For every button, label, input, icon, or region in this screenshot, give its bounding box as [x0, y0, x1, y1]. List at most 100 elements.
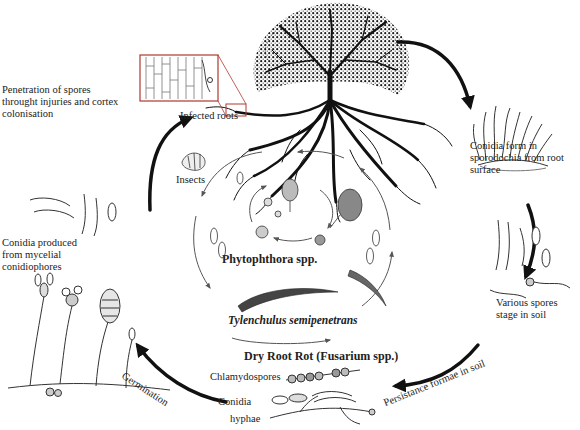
- root-inset: [146, 64, 202, 92]
- phytophthora-spores: [264, 198, 272, 206]
- phytophthora-spores: [237, 172, 243, 184]
- persistence-forms: [270, 408, 372, 418]
- soil-spores: [526, 278, 534, 286]
- root-system: [330, 100, 418, 160]
- tree-trunk: [376, 50, 392, 62]
- sporodochium: [494, 106, 496, 160]
- phytophthora-spores: [282, 179, 298, 201]
- label-text: Insects: [176, 174, 205, 186]
- root-inset: [202, 60, 210, 92]
- root-system: [256, 196, 272, 214]
- conidiophores: [8, 194, 170, 397]
- phytophthora-spores: [338, 189, 362, 221]
- tree-trunk: [296, 22, 300, 44]
- label-text: Infected roots: [180, 110, 238, 122]
- conidiophores: [74, 286, 82, 294]
- phytophthora-spores: [315, 235, 325, 245]
- tree-trunk: [330, 22, 386, 76]
- inner-cycle-arrow: [250, 186, 266, 222]
- persistence-forms: [297, 374, 305, 382]
- root-inset: [218, 55, 246, 116]
- cycle-arrow: [138, 42, 535, 402]
- insect-larva: [188, 153, 200, 170]
- conidiophores: [62, 288, 70, 296]
- persistence-forms: [270, 368, 375, 424]
- root-system: [206, 100, 452, 222]
- persistence-forms: [315, 372, 323, 380]
- phytophthora-spores: [290, 201, 291, 212]
- persistence-forms: [272, 396, 288, 404]
- inner-cycle-arrow: [194, 151, 392, 343]
- inner-cycle-arrow: [320, 190, 333, 228]
- inner-cycle-arrow: [232, 338, 330, 344]
- persistence-forms: [314, 398, 356, 403]
- conidiophores: [35, 274, 41, 286]
- persistence-forms: [288, 375, 296, 383]
- label-text: Conidia produced from mycelial conidioph…: [2, 237, 98, 273]
- conidiophores: [94, 198, 97, 236]
- root-system: [424, 124, 452, 146]
- conidiophores: [101, 300, 119, 316]
- label-text: hyphae: [230, 413, 260, 425]
- persistence-forms: [341, 368, 349, 376]
- phytophthora-spores: [330, 215, 340, 228]
- label-text: Phytophthora spp.: [222, 252, 317, 266]
- tree-trunk: [266, 10, 396, 102]
- soil-spores: [532, 227, 540, 245]
- inner-cycle-arrow: [360, 168, 390, 230]
- soil-spores: [506, 222, 509, 270]
- soil-spores: [496, 220, 499, 270]
- conidiophores: [34, 210, 74, 218]
- conidiophores: [47, 273, 53, 285]
- label-text: Tylenchulus semipenetrans: [228, 314, 358, 328]
- root-system: [254, 100, 330, 176]
- inner-cycle-arrow: [362, 252, 392, 306]
- label-text: Chlamydospores: [210, 371, 281, 383]
- tree-trunk: [362, 16, 368, 40]
- phytophthora-spores: [211, 172, 380, 264]
- phytophthora-spores: [373, 230, 380, 246]
- nematode: [348, 270, 386, 306]
- root-system: [330, 100, 336, 202]
- persistence-forms: [300, 396, 318, 412]
- phytophthora-spores: [256, 226, 268, 238]
- inner-cycle-arrow: [298, 151, 344, 158]
- conidiophores: [100, 289, 120, 323]
- root-system: [418, 160, 436, 188]
- persistence-forms: [340, 407, 360, 424]
- sporodochium: [510, 112, 520, 158]
- conidiophores: [129, 328, 135, 340]
- persistence-forms: [306, 373, 314, 381]
- soil-spores: [542, 249, 550, 267]
- persistence-forms: [332, 369, 340, 377]
- tree-trunk: [266, 60, 314, 72]
- root-inset: [146, 57, 202, 99]
- tree-trunk: [330, 10, 332, 74]
- inner-cycle-arrow: [202, 152, 262, 196]
- root-inset: [208, 78, 213, 83]
- root-system: [236, 100, 330, 116]
- conidiophores: [40, 283, 48, 297]
- soil-spores: [534, 282, 570, 288]
- conidiophores: [30, 296, 44, 386]
- label-text: Conidia form in sporodochia from root su…: [470, 140, 570, 176]
- label-text: Persistance formae in soil: [382, 357, 487, 409]
- cycle-arrow: [398, 42, 470, 106]
- persistence-forms: [289, 394, 307, 402]
- soil-spores: [520, 228, 524, 266]
- phytophthora-spores: [211, 228, 218, 244]
- conidiophores: [82, 194, 85, 234]
- conidiophores: [55, 390, 62, 397]
- phytophthora-spores: [367, 248, 374, 264]
- phytophthora-spores: [275, 211, 281, 217]
- sporodochium: [518, 116, 532, 158]
- conidiophores: [30, 198, 70, 206]
- soil-spores: [490, 220, 570, 298]
- tree-canopy: [265, 32, 276, 60]
- conidiophores: [108, 203, 116, 221]
- tree-trunk: [280, 26, 330, 76]
- conidiophores: [96, 322, 108, 386]
- root-system: [294, 150, 312, 186]
